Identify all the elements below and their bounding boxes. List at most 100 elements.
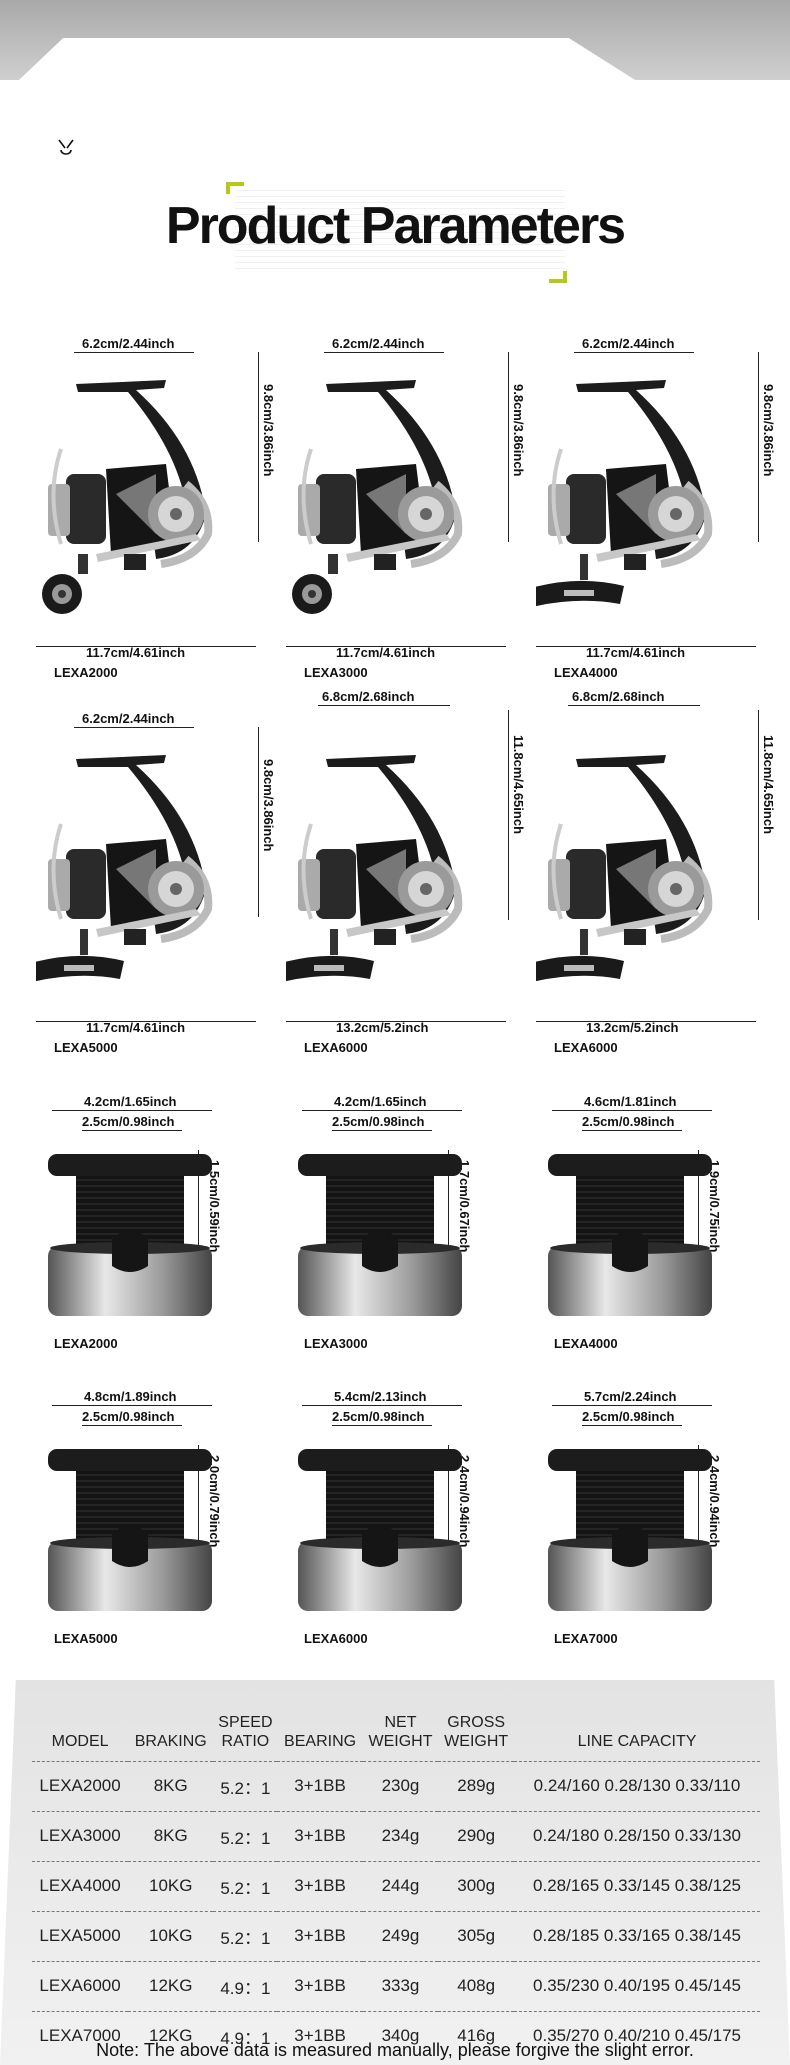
cell-braking: 12KG bbox=[128, 2010, 214, 2061]
header-line-capacity: LINE CAPACITY bbox=[577, 1732, 697, 1750]
reel-model-label: LEXA2000 bbox=[54, 665, 118, 680]
cell-braking: 8KG bbox=[128, 1760, 214, 1811]
spool-inner-line bbox=[82, 1425, 182, 1426]
reel-height-label: 9.8cm/3.86inch bbox=[261, 384, 276, 477]
cell-gross-weight: 290g bbox=[438, 1810, 515, 1861]
spool-inner-line bbox=[332, 1130, 432, 1131]
spool-inner-label: 2.5cm/0.98inch bbox=[82, 1409, 175, 1424]
spool-image bbox=[48, 1449, 212, 1611]
reel-height-line bbox=[258, 352, 259, 542]
spool-outer-label: 5.4cm/2.13inch bbox=[334, 1389, 427, 1404]
reel-model-label: LEXA4000 bbox=[554, 665, 618, 680]
cell-bearing: 3+1BB bbox=[277, 1760, 363, 1811]
reel-length-line bbox=[36, 646, 256, 647]
spool-model-label: LEXA2000 bbox=[54, 1336, 118, 1351]
cell-model: LEXA3000 bbox=[32, 1810, 129, 1861]
cell-speed-ratio: 5.2：1 bbox=[213, 1760, 278, 1811]
spool-outer-line bbox=[52, 1110, 212, 1111]
cell-model: LEXA2000 bbox=[32, 1760, 129, 1811]
spool-model-label: LEXA7000 bbox=[554, 1631, 618, 1646]
reel-width-line bbox=[324, 352, 444, 353]
reel-height-label: 11.8cm/4.65inch bbox=[511, 735, 526, 835]
reel-width-label: 6.8cm/2.68inch bbox=[572, 689, 665, 704]
reel-length-line bbox=[536, 646, 756, 647]
header-gross-line2: WEIGHT bbox=[444, 1732, 509, 1750]
cell-bearing: 3+1BB bbox=[277, 1860, 363, 1911]
header-net-line1: NET bbox=[384, 1713, 417, 1731]
spool-outer-label: 4.6cm/1.81inch bbox=[584, 1094, 677, 1109]
cell-line-capacity: 0.35/230 0.40/195 0.45/145 bbox=[514, 1960, 760, 2011]
reel-height-line bbox=[508, 352, 509, 542]
fishing-reel-image bbox=[42, 380, 213, 614]
cell-gross-weight: 300g bbox=[438, 1860, 515, 1911]
reel-model-label: LEXA6000 bbox=[554, 1040, 618, 1055]
header-braking: BRAKING bbox=[134, 1732, 207, 1750]
spool-inner-label: 2.5cm/0.98inch bbox=[82, 1114, 175, 1129]
reel-length-label: 13.2cm/5.2inch bbox=[336, 1020, 429, 1035]
spool-outer-line bbox=[52, 1405, 212, 1406]
cell-speed-ratio: 4.9：1 bbox=[213, 2010, 278, 2061]
cell-bearing: 3+1BB bbox=[277, 1810, 363, 1861]
cell-model: LEXA6000 bbox=[32, 1960, 129, 2011]
reel-width-line bbox=[74, 352, 194, 353]
reel-length-line bbox=[536, 1021, 756, 1022]
reel-width-line bbox=[318, 705, 450, 706]
cell-net-weight: 244g bbox=[362, 1860, 439, 1911]
spool-outer-label: 5.7cm/2.24inch bbox=[584, 1389, 677, 1404]
title-decoration bbox=[235, 190, 565, 270]
header-speed-line2: RATIO bbox=[221, 1732, 270, 1750]
reel-height-line bbox=[758, 352, 759, 542]
cell-speed-ratio: 5.2：1 bbox=[213, 1810, 278, 1861]
fishing-reel-image bbox=[36, 755, 213, 982]
spool-depth-line bbox=[698, 1445, 699, 1555]
header-net-line2: WEIGHT bbox=[368, 1732, 433, 1750]
cell-speed-ratio: 5.2：1 bbox=[213, 1860, 278, 1911]
cell-model: LEXA7000 bbox=[32, 2010, 129, 2061]
reel-height-label: 9.8cm/3.86inch bbox=[261, 759, 276, 852]
cell-gross-weight: 289g bbox=[438, 1760, 515, 1811]
reel-model-label: LEXA5000 bbox=[54, 1040, 118, 1055]
reel-height-label: 9.8cm/3.86inch bbox=[761, 384, 776, 477]
reel-width-line bbox=[574, 352, 694, 353]
title-bracket-left bbox=[226, 182, 244, 194]
spool-image bbox=[548, 1154, 712, 1316]
reel-height-line bbox=[258, 727, 259, 917]
cell-bearing: 3+1BB bbox=[277, 1960, 363, 2011]
header-speed-line1: SPEED bbox=[218, 1713, 273, 1731]
title-bracket-right bbox=[549, 271, 567, 283]
cell-net-weight: 230g bbox=[362, 1760, 439, 1811]
spool-image bbox=[548, 1449, 712, 1611]
spool-image bbox=[48, 1154, 212, 1316]
spool-model-label: LEXA6000 bbox=[304, 1631, 368, 1646]
cell-net-weight: 340g bbox=[362, 2010, 439, 2061]
reel-length-label: 11.7cm/4.61inch bbox=[86, 1020, 186, 1035]
cell-net-weight: 249g bbox=[362, 1910, 439, 1961]
cell-bearing: 3+1BB bbox=[277, 2010, 363, 2061]
reel-height-line bbox=[508, 710, 509, 920]
top-banner-cutout bbox=[0, 38, 664, 98]
spool-outer-label: 4.8cm/1.89inch bbox=[84, 1389, 177, 1404]
header-gross-line1: GROSS bbox=[447, 1713, 506, 1731]
page-title: Product Parameters bbox=[165, 197, 626, 255]
reel-height-line bbox=[758, 710, 759, 920]
spool-outer-label: 4.2cm/1.65inch bbox=[84, 1094, 177, 1109]
fishing-reel-image bbox=[536, 755, 713, 982]
cell-speed-ratio: 5.2：1 bbox=[213, 1910, 278, 1961]
cell-braking: 8KG bbox=[128, 1810, 214, 1861]
cell-net-weight: 234g bbox=[362, 1810, 439, 1861]
spool-outer-line bbox=[302, 1405, 462, 1406]
spool-depth-line bbox=[198, 1150, 199, 1260]
